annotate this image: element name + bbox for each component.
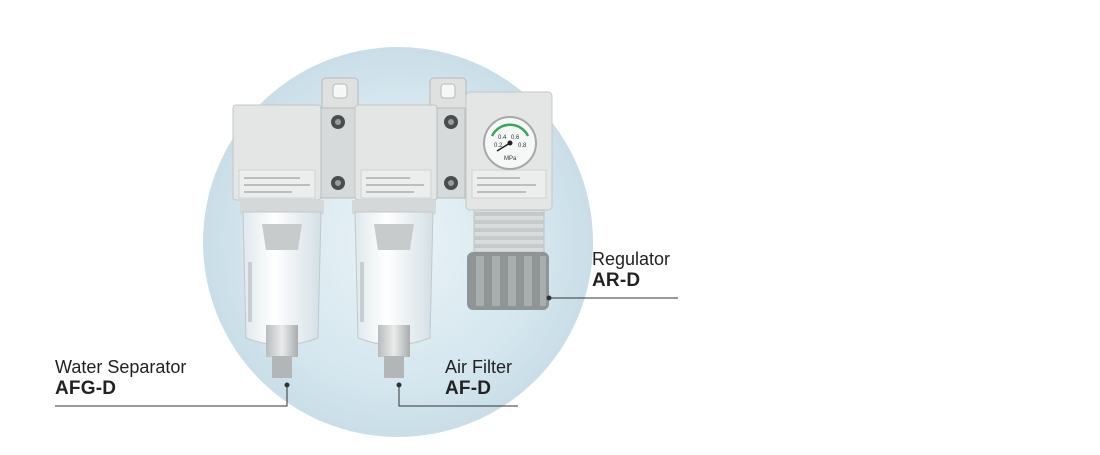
air-filter-model: AF-D — [445, 377, 492, 399]
callout-air-filter: Air Filter AF-D — [445, 357, 512, 400]
air-filter-unit — [352, 104, 438, 378]
spacer-connector — [436, 107, 466, 199]
leader-dot-water-separator — [284, 382, 290, 388]
leader-dot-air-filter — [396, 382, 402, 388]
water-separator-label: Water Separator — [55, 357, 187, 377]
gauge-unit: MPa — [504, 156, 517, 162]
mounting-bracket — [321, 77, 467, 115]
regulator-model: AR-D — [592, 269, 641, 291]
water-separator-unit — [232, 104, 324, 378]
leader-lines — [55, 295, 678, 407]
spacer-connector — [320, 107, 356, 199]
water-separator-model: AFG-D — [55, 377, 117, 399]
gauge-scale-08: 0.8 — [518, 143, 527, 149]
pressure-gauge — [483, 116, 537, 170]
regulator-label: Regulator — [592, 249, 671, 269]
leader-line-water-separator — [55, 385, 288, 407]
callout-water-separator: Water Separator AFG-D — [55, 357, 186, 400]
leader-line-air-filter — [398, 385, 518, 407]
air-filter-label: Air Filter — [445, 357, 512, 377]
gauge-scale-04: 0.4 — [498, 135, 507, 141]
callout-regulator: Regulator AR-D — [592, 249, 670, 292]
gauge-scale-02: 0.2 — [494, 143, 503, 149]
leader-dot-regulator — [546, 295, 552, 301]
gauge-scale-06: 0.6 — [511, 135, 520, 141]
